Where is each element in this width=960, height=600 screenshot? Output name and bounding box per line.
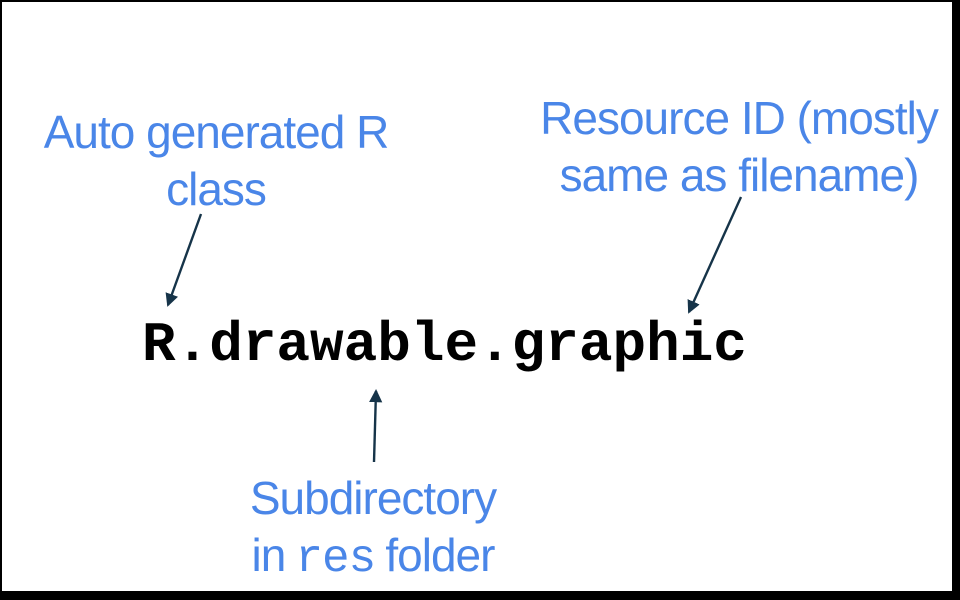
label-subdirectory-line1: Subdirectory (249, 472, 497, 524)
label-auto-generated-r-class: Auto generated R class (26, 104, 406, 218)
slide-canvas (2, 2, 952, 591)
label-resource-id: Resource ID (mostly same as filename) (529, 90, 949, 204)
label-resource-id-line2: same as filename) (559, 149, 920, 201)
label-auto-generated-line1: Auto generated R (43, 106, 390, 158)
res-folder-code-token: res (295, 533, 376, 585)
label-subdirectory-line2-after: folder (385, 529, 495, 581)
code-resource-reference: R.drawable.graphic (142, 313, 747, 377)
label-auto-generated-line2: class (166, 163, 267, 215)
label-subdirectory-line2-before: in (251, 529, 287, 581)
label-resource-id-line1: Resource ID (mostly (540, 92, 939, 144)
